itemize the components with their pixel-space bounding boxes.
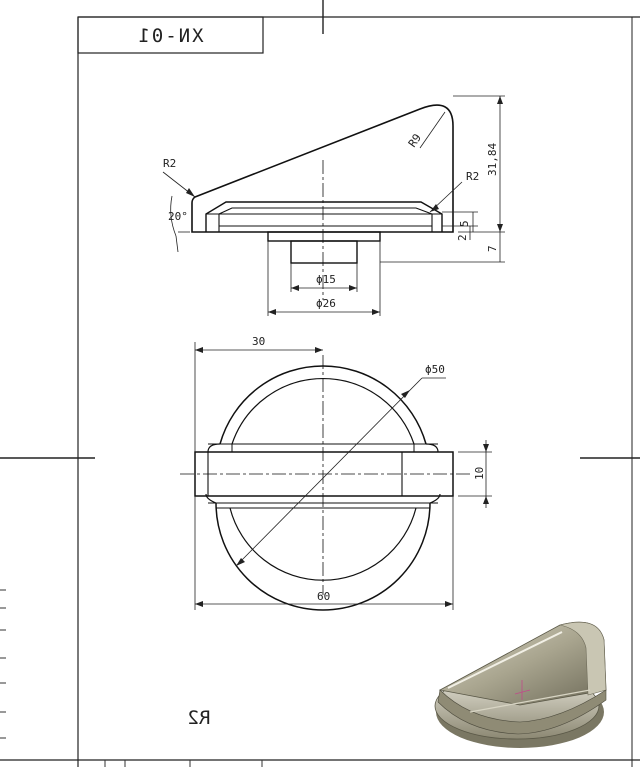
bottom-ruler-ticks: [104, 760, 263, 767]
title-code: XN-01: [136, 25, 203, 47]
dim-r2-right: R2: [466, 170, 479, 183]
front-view-arrowheads: [186, 96, 503, 315]
dim-thirty: 30: [252, 335, 265, 348]
dim-phi50: ϕ50: [425, 363, 445, 376]
wedge-band: [194, 451, 454, 497]
disc-inner-upper: [231, 377, 415, 445]
isometric-render: [434, 621, 607, 748]
note-r2: R2: [188, 707, 211, 729]
dim-height-total: 31,84: [486, 143, 499, 176]
dim-five: 5: [458, 220, 471, 227]
disc-inner-lower: [229, 507, 417, 581]
flange-outline: [205, 201, 443, 232]
dim-angle: 20°: [168, 210, 188, 223]
dim-phi26: ϕ26: [316, 297, 336, 310]
disc-outer-upper: [219, 365, 427, 445]
dim-sixty: 60: [317, 590, 330, 603]
front-view: [191, 104, 454, 300]
disc-outer-lower: [215, 502, 431, 611]
dim-r9: R9: [406, 131, 424, 149]
dim-ten: 10: [473, 467, 486, 480]
front-view-dim-text: R2 20° R9 R2 31,84 5 2 7 ϕ15 ϕ26: [163, 131, 499, 310]
boss-large: [267, 231, 381, 242]
dim-phi15: ϕ15: [316, 273, 336, 286]
title-box: [77, 16, 264, 54]
left-ruler-ticks: [0, 589, 6, 739]
wedge-outline: [191, 104, 454, 233]
dim-seven: 7: [486, 245, 499, 252]
top-view-dim-text: 30 ϕ50 10 60: [252, 335, 486, 603]
boss-small: [290, 240, 358, 264]
dim-two: 2: [456, 234, 469, 241]
dim-r2-left: R2: [163, 157, 176, 170]
top-view: [180, 355, 470, 611]
top-view-arrowheads: [195, 347, 489, 607]
